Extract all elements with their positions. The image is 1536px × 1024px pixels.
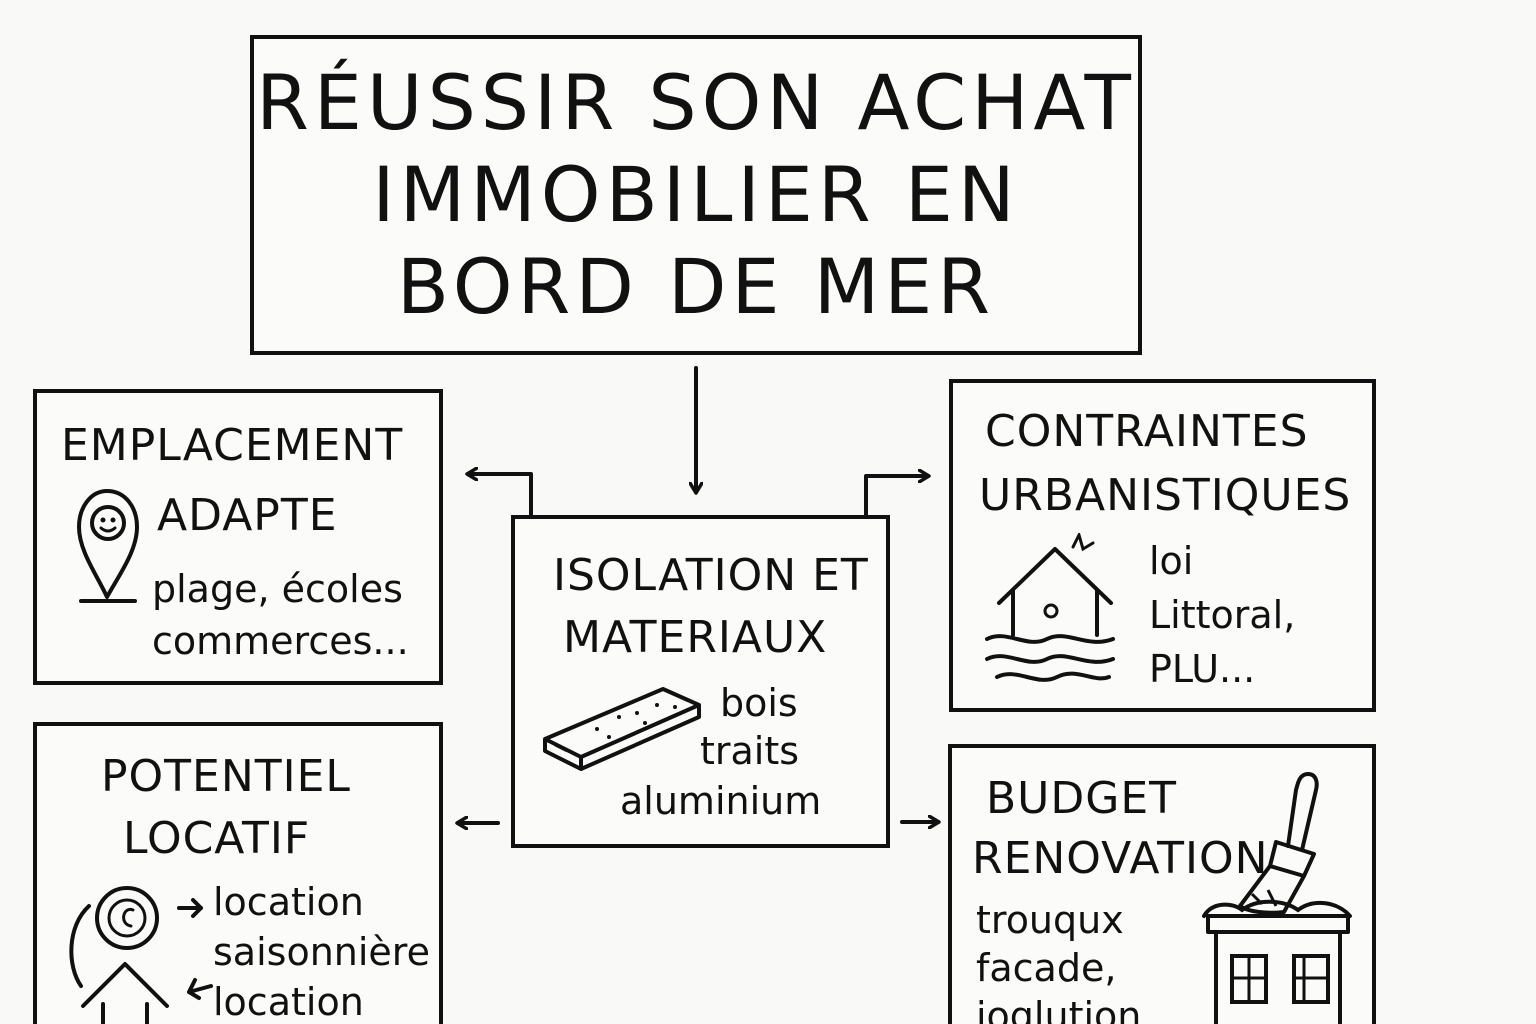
node-contraintes-text-1: loi	[1149, 539, 1194, 583]
title-box: RÉUSSIR SON ACHAT IMMOBILIER EN BORD DE …	[250, 35, 1142, 355]
node-potentiel-title-2: LOCATIF	[123, 813, 311, 864]
node-budget-text-3: ioglution ...	[976, 994, 1190, 1024]
title-line-3: BORD DE MER	[396, 242, 996, 331]
node-potentiel-text-1: location	[213, 880, 364, 924]
node-budget-title-1: BUDGET	[986, 773, 1178, 824]
node-potentiel-title-1: POTENTIEL	[101, 751, 351, 802]
node-isolation-text-1: bois	[720, 681, 798, 725]
wood-plank-icon	[543, 687, 701, 771]
arrow-isolation-to-emplacement	[468, 474, 533, 517]
arrow-isolation-to-contraintes	[864, 476, 928, 517]
node-contraintes-title-2: URBANISTIQUES	[979, 470, 1352, 521]
node-budget: BUDGET RENOVATION trouqux facade, ioglut…	[948, 744, 1376, 1024]
house-flood-icon	[985, 533, 1115, 682]
node-emplacement-text-1: plage, écoles	[152, 567, 403, 611]
node-contraintes-title-1: CONTRAINTES	[985, 406, 1309, 457]
node-contraintes: CONTRAINTES URBANISTIQUES loi Littoral, …	[949, 379, 1376, 712]
node-isolation: ISOLATION ET MATERIAUX bois traits alumi…	[511, 515, 890, 848]
node-isolation-text-3: aluminium	[620, 779, 822, 823]
node-emplacement: EMPLACEMENT ADAPTE plage, écoles commerc…	[33, 389, 443, 685]
map-pin-icon	[77, 489, 139, 603]
title-line-2: IMMOBILIER EN	[372, 150, 1020, 239]
node-emplacement-title-1: EMPLACEMENT	[61, 420, 404, 471]
title-line-1: RÉUSSIR SON ACHAT	[256, 58, 1136, 147]
node-budget-text-1: trouqux	[976, 898, 1124, 942]
node-potentiel: POTENTIEL LOCATIF location saisonnière l…	[33, 722, 443, 1024]
paintbrush-building-icon	[1202, 772, 1352, 1024]
node-potentiel-text-2: saisonnière	[213, 930, 430, 974]
rent-cycle-icon	[69, 886, 213, 1024]
node-contraintes-text-3: PLU...	[1149, 647, 1256, 691]
node-potentiel-text-3: location	[213, 980, 364, 1024]
node-budget-text-2: facade,	[976, 946, 1117, 990]
node-emplacement-text-2: commerces...	[152, 619, 409, 663]
node-contraintes-text-2: Littoral,	[1149, 593, 1296, 637]
node-budget-title-2: RENOVATION	[972, 833, 1269, 884]
node-isolation-title-2: MATERIAUX	[563, 612, 828, 663]
node-isolation-text-2: traits	[700, 729, 800, 773]
node-emplacement-title-2: ADAPTE	[157, 490, 338, 541]
node-isolation-title-1: ISOLATION ET	[553, 550, 869, 601]
